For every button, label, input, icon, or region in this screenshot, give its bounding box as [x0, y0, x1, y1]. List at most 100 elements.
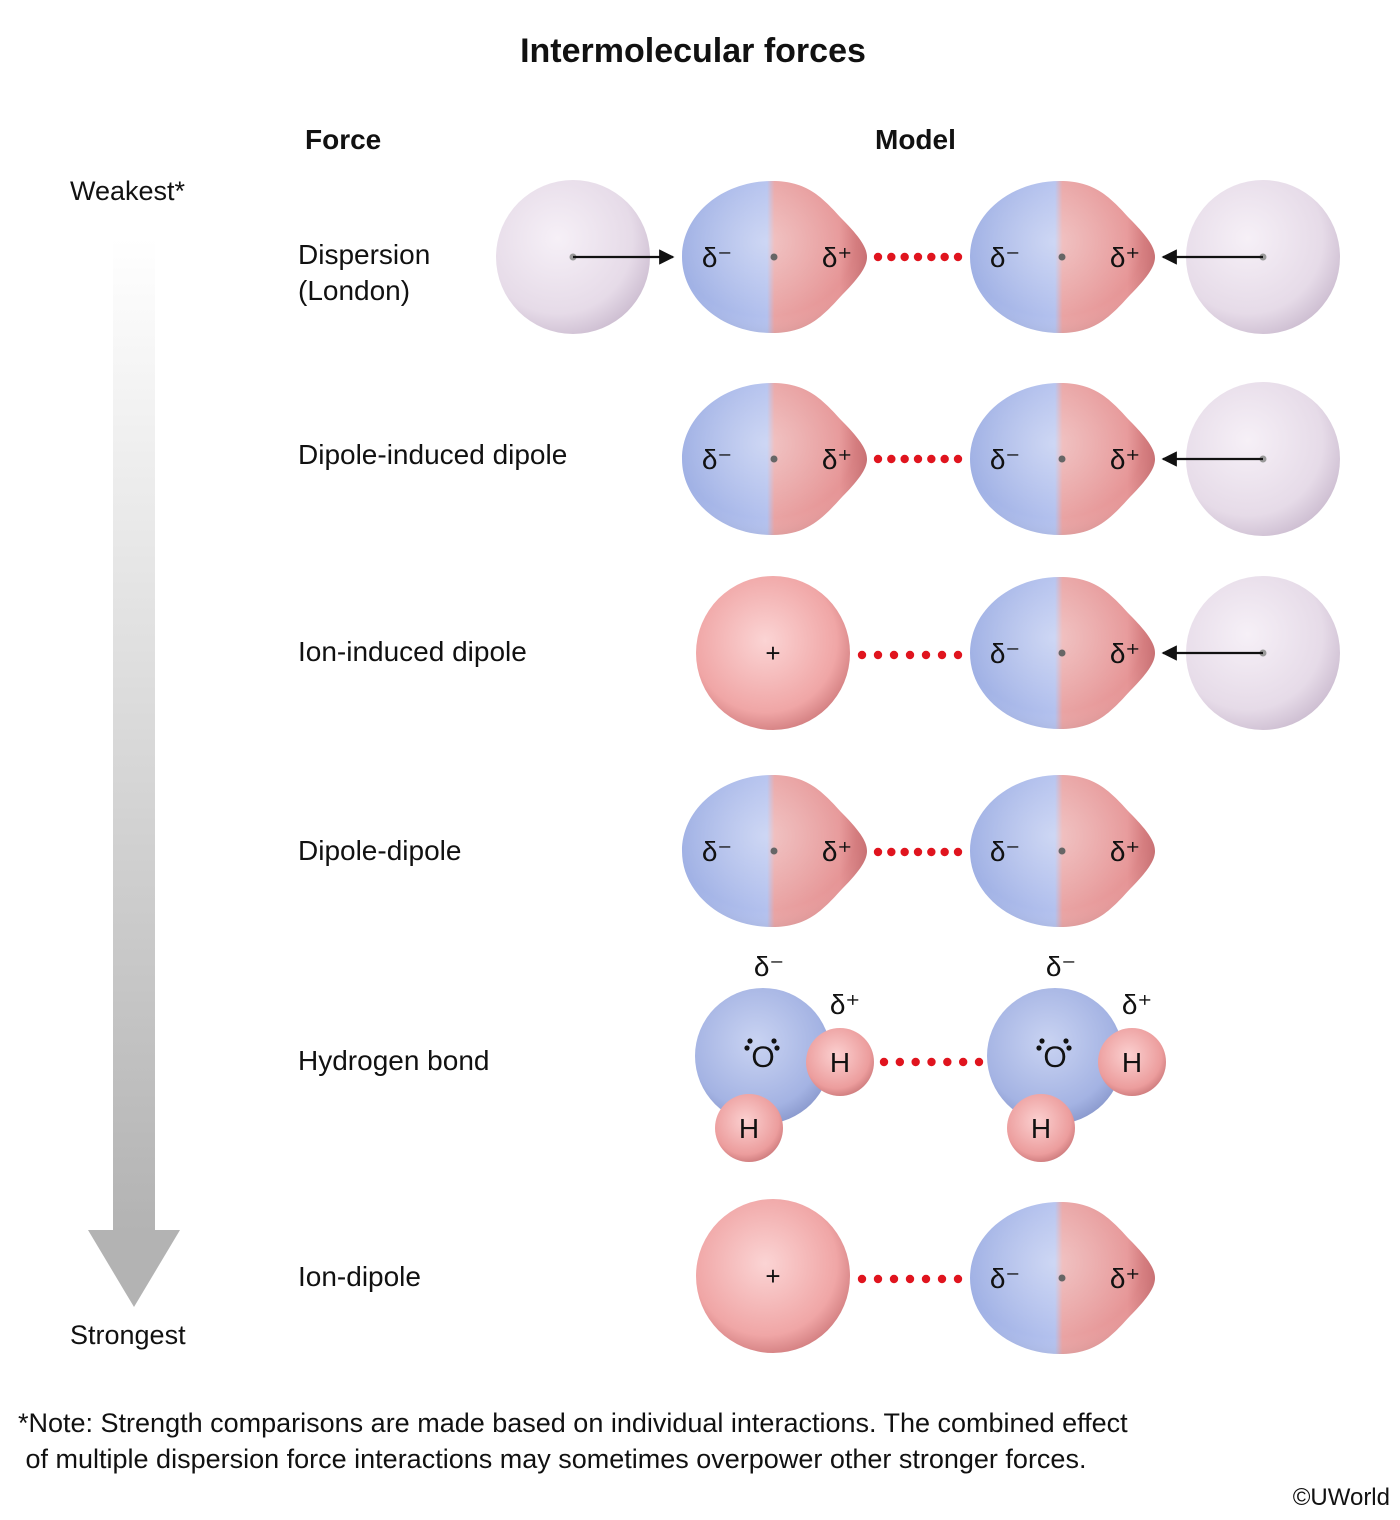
interaction-dots: [879, 1057, 984, 1067]
force-label-line: Dispersion: [298, 239, 431, 270]
hydrogen-atom: [715, 1094, 783, 1162]
lone-pair-dot: [1066, 1045, 1072, 1051]
water-molecule: O H Hδ⁻ δ⁺: [987, 951, 1166, 1162]
interaction-dot: [887, 252, 896, 262]
neutral-atom: [496, 180, 675, 334]
cation: +: [696, 1199, 850, 1353]
hydrogen-atom: [806, 1028, 874, 1096]
hydrogen-symbol: H: [1031, 1113, 1051, 1144]
delta-plus-label: δ⁺: [822, 836, 852, 867]
dipole-molecule: δ⁻ δ⁺: [970, 775, 1155, 927]
interaction-dots: [857, 1274, 963, 1284]
force-label-line: (London): [298, 275, 411, 306]
oxygen-symbol: O: [1043, 1041, 1066, 1074]
delta-plus-label: δ⁺: [830, 989, 860, 1020]
dipole-molecule: δ⁻δ⁺: [682, 775, 867, 927]
interaction-dot: [937, 650, 947, 660]
force-label-dispersion: Dispersion (London): [298, 237, 430, 309]
footnote: *Note: Strength comparisons are made bas…: [18, 1405, 1128, 1477]
delta-minus-label: δ⁻: [990, 836, 1020, 867]
interaction-dot: [927, 454, 936, 464]
delta-plus-label: δ⁺: [1110, 242, 1140, 273]
dipole-molecule: δ⁻δ⁺: [682, 383, 867, 535]
interaction-dot: [895, 1057, 905, 1067]
interaction-dot: [889, 650, 899, 660]
diagram-title: Intermolecular forces: [520, 32, 866, 70]
interaction-dot: [873, 847, 883, 857]
force-label-dipole-induced-dipole: Dipole-induced dipole: [298, 439, 568, 470]
delta-plus-label: δ⁺: [1110, 836, 1140, 867]
center-dot: [770, 455, 778, 463]
delta-plus-label: δ⁺: [1110, 638, 1140, 669]
interaction-dot: [873, 252, 883, 262]
interaction-dot: [940, 847, 949, 857]
interaction-dot: [889, 1274, 899, 1284]
interaction-dot: [953, 650, 963, 660]
model-column-header: Model: [875, 124, 956, 155]
interaction-dot: [900, 847, 909, 857]
lone-pair-dot: [774, 1045, 780, 1051]
plus-charge-label: +: [765, 1261, 780, 1291]
interaction-dot: [873, 650, 883, 660]
interaction-dot: [937, 1274, 947, 1284]
delta-minus-label: δ⁻: [990, 638, 1020, 669]
interaction-dot: [913, 454, 923, 464]
interaction-dot: [953, 1274, 963, 1284]
delta-minus-label: δ⁻: [990, 242, 1020, 273]
hydrogen-symbol: H: [739, 1113, 759, 1144]
lone-pair-dot: [771, 1038, 777, 1044]
delta-minus-label: δ⁻: [754, 951, 784, 982]
interaction-dots: [873, 454, 963, 464]
interaction-dot: [940, 454, 949, 464]
interaction-dot: [911, 1057, 920, 1067]
neutral-atom: [1161, 382, 1340, 536]
interaction-dot: [927, 847, 936, 857]
weakest-label: Weakest*: [70, 176, 186, 206]
delta-minus-label: δ⁻: [990, 1263, 1020, 1294]
delta-plus-label: δ⁺: [1122, 989, 1152, 1020]
center-dot: [1058, 1274, 1066, 1282]
cation: +: [696, 576, 850, 730]
footnote-line-2: of multiple dispersion force interaction…: [18, 1444, 1087, 1474]
interaction-dots: [873, 847, 963, 857]
strength-arrow-shaft: [113, 238, 155, 1232]
delta-minus-label: δ⁻: [702, 444, 732, 475]
dipole-molecule: δ⁻δ⁺: [970, 1202, 1155, 1354]
dipole-molecule: δ⁻ δ⁺: [970, 181, 1155, 333]
hydrogen-symbol: H: [1122, 1047, 1142, 1078]
interaction-dot: [953, 252, 963, 262]
lone-pair-dot: [744, 1045, 750, 1051]
interaction-dot: [887, 847, 896, 857]
lone-pair-dot: [1063, 1038, 1069, 1044]
delta-plus-label: δ⁺: [1110, 444, 1140, 475]
interaction-dot: [900, 252, 909, 262]
delta-minus-label: δ⁻: [702, 242, 732, 273]
force-label-dipole-dipole: Dipole-dipole: [298, 835, 462, 866]
interaction-dot: [943, 1057, 952, 1067]
center-dot: [1058, 253, 1066, 261]
interaction-dot: [873, 454, 883, 464]
neutral-atom: [1161, 180, 1340, 334]
interaction-dot: [921, 1274, 931, 1284]
lone-pair-dot: [1036, 1045, 1042, 1051]
cation-sphere: [696, 1199, 850, 1353]
interaction-dot: [905, 1274, 915, 1284]
hydrogen-atom: [1007, 1094, 1075, 1162]
force-label-ion-induced-dipole: Ion-induced dipole: [298, 636, 527, 667]
oxygen-atom: [987, 988, 1123, 1124]
interaction-dot: [913, 847, 923, 857]
delta-minus-label: δ⁻: [1046, 951, 1076, 982]
cation-sphere: [696, 576, 850, 730]
interaction-dot: [940, 252, 949, 262]
plus-charge-label: +: [765, 638, 780, 668]
dipole-molecule: δ⁻ δ⁺: [970, 577, 1155, 729]
force-label-hydrogen-bond: Hydrogen bond: [298, 1045, 490, 1076]
hydrogen-atom: [1098, 1028, 1166, 1096]
interaction-dot: [887, 454, 896, 464]
interaction-dot: [905, 650, 915, 660]
delta-minus-label: δ⁻: [990, 444, 1020, 475]
interaction-dot: [974, 1057, 984, 1067]
